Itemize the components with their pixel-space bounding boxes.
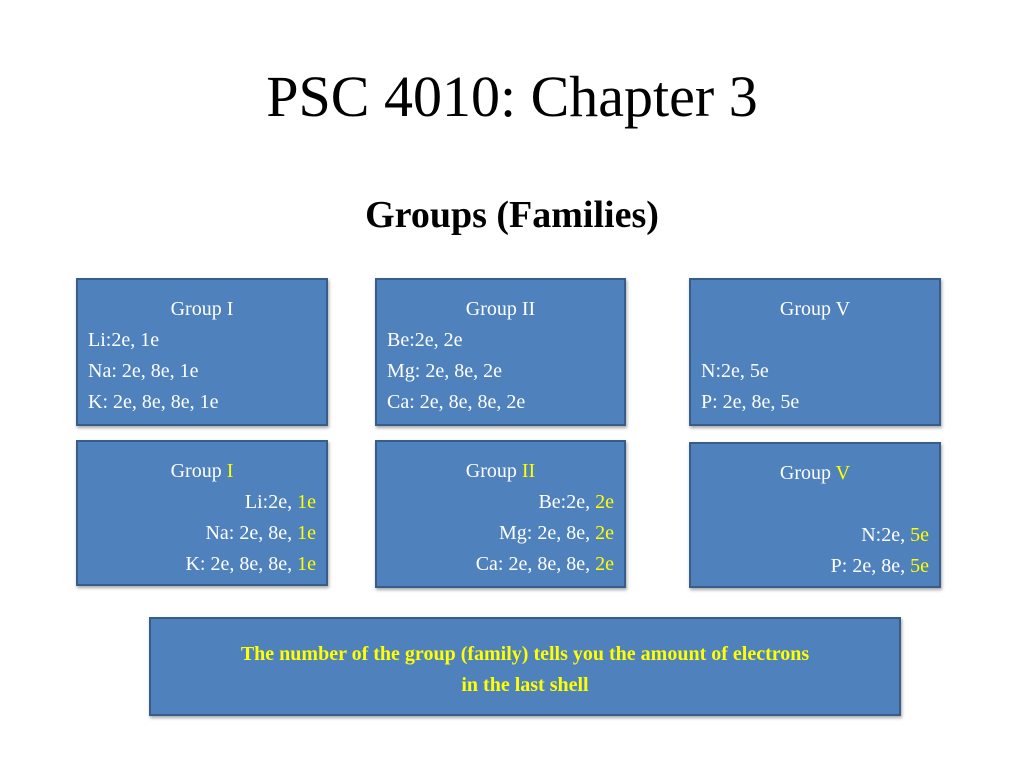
- group-1-highlighted-box: Group I Li:2e, 1e Na: 2e, 8e, 1e K: 2e, …: [76, 440, 328, 586]
- conclusion-note-line-1: The number of the group (family) tells y…: [240, 643, 810, 665]
- group-2-line-mg: Mg: 2e, 8e, 2e: [387, 360, 502, 382]
- heading-prefix: Group: [170, 460, 227, 482]
- group-number-highlight: I: [226, 460, 234, 482]
- group-5-highlighted-spacer: [701, 489, 929, 520]
- heading-prefix: Group: [465, 460, 522, 482]
- config-prefix: K: 2e, 8e, 8e,: [185, 553, 298, 575]
- group-5-line-p: P: 2e, 8e, 5e: [701, 391, 800, 413]
- valence-highlight: 2e: [595, 553, 614, 575]
- group-number-highlight: V: [835, 462, 851, 484]
- group-2-line-ca: Ca: 2e, 8e, 8e, 2e: [387, 391, 526, 413]
- group-2-highlighted-heading: Group II: [387, 456, 614, 487]
- group-5-highlighted-heading: Group V: [701, 458, 929, 489]
- group-1-box: Group I Li:2e, 1e Na: 2e, 8e, 1e K: 2e, …: [76, 278, 328, 426]
- config-prefix: Li:2e,: [244, 491, 298, 513]
- group-1-line-li: Li:2e, 1e: [88, 329, 160, 351]
- group-2-box: Group II Be:2e, 2e Mg: 2e, 8e, 2e Ca: 2e…: [375, 278, 626, 426]
- valence-highlight: 5e: [910, 524, 929, 546]
- slide-subtitle: Groups (Families): [365, 194, 659, 236]
- valence-highlight: 2e: [595, 491, 614, 513]
- group-1-line-na: Na: 2e, 8e, 1e: [88, 360, 199, 382]
- group-1-heading: Group I: [170, 298, 234, 320]
- group-2-highlighted-line-mg: Mg: 2e, 8e, 2e: [387, 518, 614, 549]
- group-1-highlighted-line-li: Li:2e, 1e: [88, 487, 316, 518]
- group-5-heading: Group V: [779, 298, 851, 320]
- group-5-highlighted-line-p: P: 2e, 8e, 5e: [701, 551, 929, 582]
- config-prefix: Ca: 2e, 8e, 8e,: [475, 553, 596, 575]
- config-prefix: N:2e,: [861, 524, 911, 546]
- group-5-spacer: [701, 325, 929, 356]
- group-1-line-k: K: 2e, 8e, 8e, 1e: [88, 391, 219, 413]
- config-prefix: Mg: 2e, 8e,: [499, 522, 596, 544]
- config-prefix: Na: 2e, 8e,: [205, 522, 298, 544]
- valence-highlight: 5e: [910, 555, 929, 577]
- group-2-line-be: Be:2e, 2e: [387, 329, 463, 351]
- group-5-box: Group V N:2e, 5e P: 2e, 8e, 5e: [689, 278, 941, 426]
- group-5-highlighted-line-n: N:2e, 5e: [701, 520, 929, 551]
- valence-highlight: 2e: [595, 522, 614, 544]
- group-2-highlighted-box: Group II Be:2e, 2e Mg: 2e, 8e, 2e Ca: 2e…: [375, 440, 626, 588]
- group-1-highlighted-line-k: K: 2e, 8e, 8e, 1e: [88, 549, 316, 580]
- group-1-highlighted-line-na: Na: 2e, 8e, 1e: [88, 518, 316, 549]
- group-2-heading: Group II: [465, 298, 536, 320]
- group-number-highlight: II: [521, 460, 536, 482]
- slide-title: PSC 4010: Chapter 3: [266, 64, 758, 129]
- heading-prefix: Group: [779, 462, 836, 484]
- valence-highlight: 1e: [297, 491, 316, 513]
- conclusion-note-line-2: in the last shell: [461, 674, 589, 696]
- valence-highlight: 1e: [297, 553, 316, 575]
- group-2-highlighted-line-be: Be:2e, 2e: [387, 487, 614, 518]
- group-5-line-n: N:2e, 5e: [701, 360, 769, 382]
- group-5-highlighted-box: Group V N:2e, 5e P: 2e, 8e, 5e: [689, 442, 941, 588]
- config-prefix: Be:2e,: [538, 491, 596, 513]
- valence-highlight: 1e: [297, 522, 316, 544]
- conclusion-note-box: The number of the group (family) tells y…: [149, 617, 901, 716]
- config-prefix: P: 2e, 8e,: [830, 555, 911, 577]
- group-2-highlighted-line-ca: Ca: 2e, 8e, 8e, 2e: [387, 549, 614, 580]
- group-1-highlighted-heading: Group I: [88, 456, 316, 487]
